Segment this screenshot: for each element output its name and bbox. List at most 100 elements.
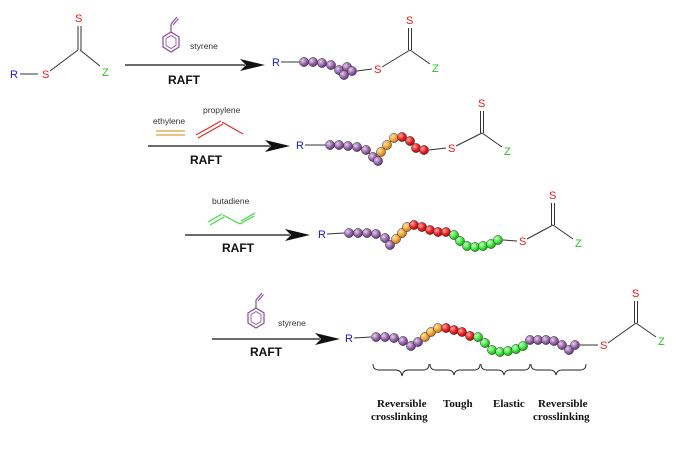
chain-1-thione-sulfur-label: S [406, 15, 413, 27]
chain-4-monomer-bead [441, 323, 451, 333]
segment-label-reversible-2a: Reversible [538, 398, 588, 410]
chain-3-monomer-bead [362, 228, 372, 238]
chain-4-monomer-bead [557, 340, 567, 350]
chain-2-sulfur-label: S [448, 143, 455, 155]
chain-3-r-label: R [318, 229, 326, 241]
chain-2-thione-sulfur-label: S [478, 98, 485, 110]
chain-2-monomer-bead [343, 141, 353, 151]
chain-2-monomer-bead [382, 140, 392, 150]
chain-2-monomer-bead [405, 136, 415, 146]
chain-2-monomer-bead [419, 145, 429, 155]
raft-label-1: RAFT [168, 73, 201, 87]
raft-label-2: RAFT [190, 153, 223, 167]
chain-2: R S S Z [296, 98, 511, 166]
reaction-arrow-3 [185, 229, 310, 241]
chain-3-monomer-bead [371, 229, 381, 239]
chain-3-z-group-label: Z [575, 238, 582, 250]
reaction-arrow-4 [212, 333, 340, 345]
chain-4-monomer-bead [570, 340, 580, 350]
chain-4-monomer-bead [495, 347, 505, 357]
chain-1-monomer-bead [308, 57, 318, 67]
chain-4-monomer-bead [541, 335, 551, 345]
reaction-arrow-1 [125, 59, 265, 71]
propylene-molecule-icon [195, 120, 244, 139]
chain-4-monomer-bead [480, 338, 490, 348]
chain-1-monomer-bead [299, 57, 309, 67]
chain-4: R S S Z [345, 288, 665, 357]
styrene-molecule-icon-2 [247, 292, 265, 329]
chain-4-monomer-bead [487, 345, 497, 355]
butadiene-label: butadiene [212, 196, 250, 206]
ethylene-label: ethylene [153, 116, 185, 126]
chain-4-thione-sulfur-label: S [632, 288, 639, 300]
chain-1-monomer-bead [317, 58, 327, 68]
segment-label-reversible-2b: crosslinking [533, 411, 590, 423]
chain-2-monomer-bead [361, 145, 371, 155]
chain-1: R S S Z [272, 15, 439, 80]
chain-1-monomer-bead [339, 70, 349, 80]
chain-2-monomer-bead [411, 143, 421, 153]
chain-4-monomer-bead [398, 336, 408, 346]
styrene-label-2: styrene [278, 318, 306, 328]
chain-4-monomer-bead [380, 332, 390, 342]
chain-3-monomer-bead [493, 235, 503, 245]
sulfur-label: S [42, 69, 49, 81]
chain-3-monomer-bead [353, 228, 363, 238]
chain-3-thione-sulfur-label: S [549, 190, 556, 202]
chain-3-monomer-bead [478, 241, 488, 251]
chain-2-r-label: R [296, 140, 304, 152]
chain-3-monomer-bead [449, 230, 459, 240]
chain-4-monomer-bead [549, 336, 559, 346]
polymer-chains: R S S Z R S S Z R S S Z R S S Z [272, 15, 665, 357]
raft-label-3: RAFT [222, 241, 255, 255]
r-group-label: R [10, 69, 18, 81]
chain-4-monomer-bead [413, 337, 423, 347]
chain-3-monomer-bead [391, 234, 401, 244]
chain-2-monomer-bead [325, 140, 335, 150]
chain-4-monomer-bead [371, 332, 381, 342]
chain-4-monomer-bead [465, 331, 475, 341]
chain-1-monomer-bead [347, 66, 357, 76]
chain-4-sulfur-label: S [600, 340, 607, 352]
styrene-label: styrene [190, 41, 218, 51]
butadiene-molecule-icon [207, 212, 256, 226]
styrene-molecule-icon [162, 16, 180, 53]
chain-2-monomer-bead [352, 142, 362, 152]
chain-3-monomer-bead [344, 228, 354, 238]
chain-3-monomer-bead [470, 242, 480, 252]
chain-4-z-group-label: Z [658, 336, 665, 348]
raft-label-4: RAFT [250, 345, 283, 359]
reaction-arrow-2 [148, 140, 290, 152]
chain-1-z-group-label: Z [432, 63, 439, 75]
chain-1-r-label: R [272, 57, 280, 69]
chain-4-monomer-bead [518, 341, 528, 351]
chain-2-z-group-label: Z [504, 146, 511, 158]
chain-4-monomer-bead [457, 327, 467, 337]
ethylene-molecule-icon [156, 130, 185, 136]
thione-sulfur-label: S [75, 13, 82, 25]
segment-braces [372, 363, 587, 377]
chain-3-monomer-bead [462, 241, 472, 251]
chain-4-monomer-bead [449, 325, 459, 335]
chain-3: R S S Z [318, 190, 582, 252]
chain-3-monomer-bead [409, 220, 419, 230]
chain-1-monomer-bead [326, 60, 336, 70]
chain-2-monomer-bead [334, 140, 344, 150]
chain-2-monomer-bead [376, 147, 386, 157]
chain-1-sulfur-label: S [374, 64, 381, 76]
chain-4-monomer-bead [389, 333, 399, 343]
chain-3-monomer-bead [385, 240, 395, 250]
chain-3-sulfur-label: S [519, 236, 526, 248]
chain-2-monomer-bead [397, 132, 407, 142]
chain-4-r-label: R [345, 333, 353, 345]
segment-label-reversible-1b: crosslinking [371, 411, 428, 423]
segment-label-tough: Tough [443, 398, 473, 410]
segment-label-elastic: Elastic [493, 398, 525, 410]
chain-3-monomer-bead [455, 236, 465, 246]
chain-4-monomer-bead [473, 332, 483, 342]
z-group-label: Z [102, 67, 109, 79]
chain-4-monomer-bead [503, 346, 513, 356]
chain-2-monomer-bead [373, 156, 383, 166]
